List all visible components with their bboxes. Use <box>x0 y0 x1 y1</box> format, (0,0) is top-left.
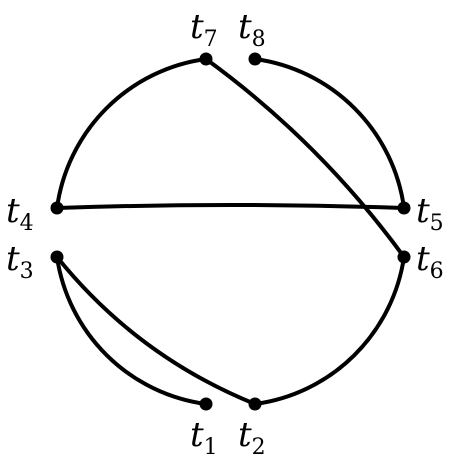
node-t3 <box>50 250 64 264</box>
node-t6 <box>397 250 411 264</box>
edge-t1-t3 <box>55 255 208 406</box>
node-t7 <box>199 52 213 66</box>
label-t6: t6 <box>416 239 444 284</box>
label-t3: t3 <box>6 239 34 284</box>
edge-t6-t7 <box>204 57 406 259</box>
node-t8 <box>248 52 262 66</box>
label-t5: t5 <box>416 191 444 236</box>
nodes-group <box>50 52 411 411</box>
edge-t5-t8 <box>253 57 406 210</box>
edge-t3-t2 <box>55 255 257 406</box>
node-t1 <box>199 397 213 411</box>
edge-t7-t4 <box>55 57 208 210</box>
edge-t4-t5 <box>55 203 406 210</box>
edge-t2-t6 <box>253 255 406 406</box>
node-t2 <box>248 397 262 411</box>
label-t2: t2 <box>238 415 266 460</box>
label-t4: t4 <box>6 191 34 236</box>
label-t1: t1 <box>190 415 218 460</box>
node-t4 <box>50 201 64 215</box>
label-t8: t8 <box>238 7 266 52</box>
node-t5 <box>397 201 411 215</box>
label-t7: t7 <box>190 7 218 52</box>
edges-group <box>55 57 406 406</box>
